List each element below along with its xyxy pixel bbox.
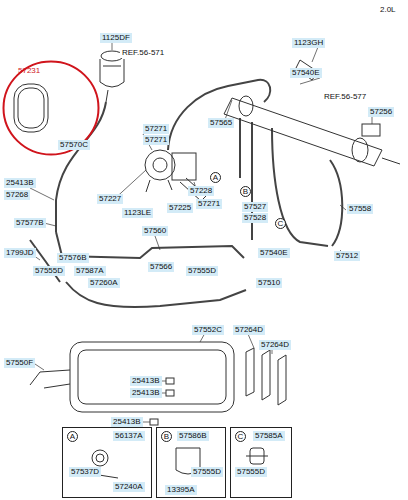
callout-number: 57577B [14,218,46,228]
callout-number: 57550F [4,358,35,368]
callout-number: 57540E [290,68,322,78]
callout-number: 57271 [143,124,169,134]
callout-number: 57552C [192,325,224,335]
callout-number: 57240A [113,482,145,492]
oil-cooler [30,342,234,412]
circled-letter: A [67,431,78,442]
highlight-outline: 57231 57570C [2,60,100,156]
callout-number: 57555D [235,467,267,477]
callout-number: 56137A [113,431,145,441]
callout-number: 57560 [142,226,168,236]
callout-number: 25413B [130,376,162,386]
circled-letter: C [235,431,246,442]
callout-number: 57510 [256,278,282,288]
callout-number: 57512 [334,251,360,261]
callout-number: 25413B [4,178,36,188]
callout-number: 57587A [74,266,106,276]
detail-inset: C 57585A 57555D [230,427,292,498]
circled-letter: B [161,431,172,442]
gasket [14,84,48,132]
callout-number: 57260A [88,278,120,288]
detail-inset: B 57586B 57555D 13395A [156,427,226,498]
callout-number: 1123LE [122,208,153,218]
callout-number: 57225 [167,203,193,213]
callout-number: 57566 [148,262,174,272]
steering-rack [224,60,400,166]
callout-number: 57228 [188,186,214,196]
circled-letter: A [210,172,221,183]
callout-number: 57227 [97,194,123,204]
reservoir [100,51,124,102]
callout-number: 1123GH [292,38,325,48]
plain-label: REF.56-571 [120,48,166,58]
detail-inset: A 56137A 57537D 57240A [62,427,152,498]
callout-number: 57586B [177,431,209,441]
callout-number: 57555D [191,467,223,477]
circled-letter: C [275,218,286,229]
callout-number: 57576B [57,253,89,263]
callout-number: 1799JD [4,248,36,258]
callout-number: 25413B [111,417,143,427]
callout-number: 57268 [4,190,30,200]
circled-letter: B [240,186,251,197]
callout-number: 57256 [368,107,394,117]
red-ellipse [4,62,99,155]
callout-number: 57540E [258,248,290,258]
callout-number: 57537D [69,467,101,477]
plain-label: 2.0L [378,5,398,15]
callout-number: 57527 [242,202,268,212]
callout-number: 57570C [58,140,90,150]
callout-number: 57555D [33,266,65,276]
inset-parts [80,448,268,478]
callout-number: 25413B [130,388,162,398]
callout-number: 57264D [259,340,291,350]
part-number: 57231 [16,66,42,76]
callout-number: 57585A [253,431,285,441]
callout-number: 57528 [242,213,268,223]
brackets [246,348,286,405]
callout-number: 57558 [347,204,373,214]
callout-number: 57271 [143,135,169,145]
callout-number: 57264D [233,325,265,335]
callout-number: 1125DF [100,33,132,43]
plain-label: REF.56-577 [322,92,368,102]
leader-lines [30,43,372,422]
hoses [30,80,342,307]
callout-number: 57271 [196,199,222,209]
callout-number: 57555D [186,266,218,276]
callout-number: 13395A [165,485,197,495]
callout-number: 57565 [208,118,234,128]
